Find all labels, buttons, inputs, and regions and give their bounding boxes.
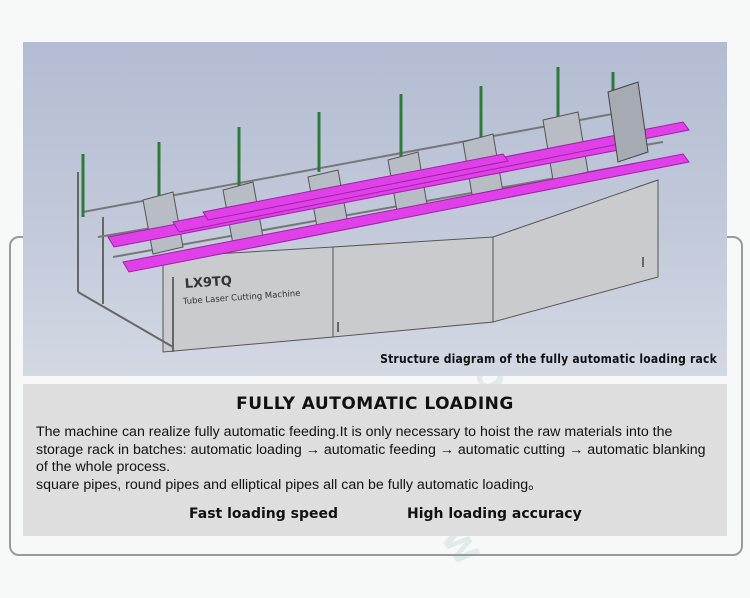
description-paragraph: square pipes, round pipes and elliptical…: [36, 476, 543, 493]
machine-model-label: LX9TQ: [184, 274, 232, 292]
chuck-assembly: [607, 81, 649, 163]
frame-legs: [77, 172, 644, 352]
machine-diagram: LX9TQ Tube Laser Cutting Machine Structu…: [23, 42, 727, 376]
diagram-caption: Structure diagram of the fully automatic…: [380, 352, 717, 366]
feature-high-loading-accuracy: High loading accuracy: [407, 506, 582, 522]
tube-stock: [107, 121, 690, 273]
description-text: The machine can realize fully automatic …: [36, 424, 716, 494]
loading-rack-illustration: LX9TQ Tube Laser Cutting Machine: [77, 67, 690, 353]
description-paragraph: The machine can realize fully automatic …: [36, 424, 706, 475]
description-panel: FULLY AUTOMATIC LOADING The machine can …: [23, 384, 727, 536]
feature-fast-loading-speed: Fast loading speed: [189, 506, 339, 522]
section-heading: FULLY AUTOMATIC LOADING: [236, 394, 514, 414]
machine-base: [162, 179, 659, 353]
